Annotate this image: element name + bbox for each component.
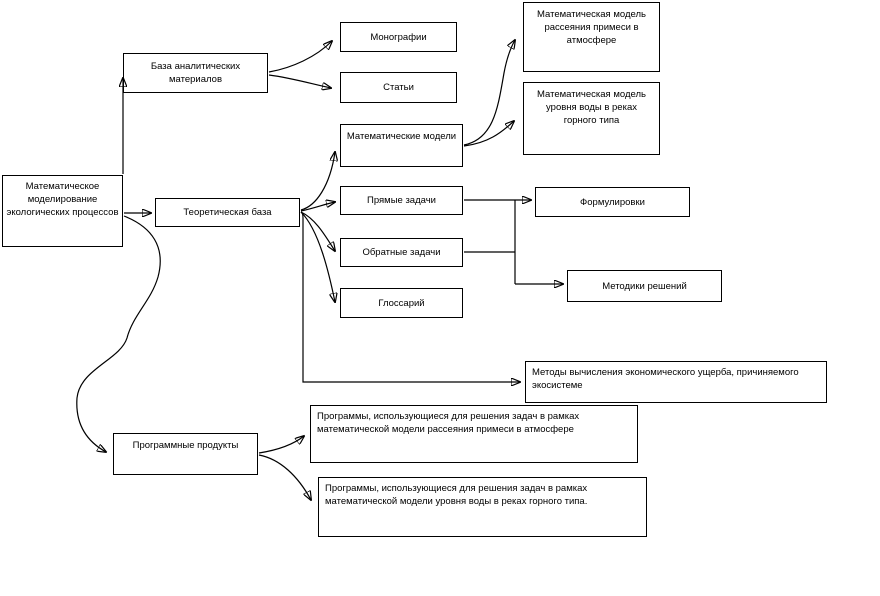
node-monographs-label: Монографии bbox=[370, 31, 427, 43]
node-solution-methods: Методики решений bbox=[567, 270, 722, 302]
node-programs-atmosphere: Программы, использующиеся для решения за… bbox=[310, 405, 638, 463]
node-programs-rivers-label: Программы, использующиеся для решения за… bbox=[325, 483, 588, 507]
node-root-label: Математическое моделирование экологическ… bbox=[6, 181, 119, 218]
node-glossary-label: Глоссарий bbox=[378, 297, 425, 309]
node-math-models-label: Математические модели bbox=[346, 131, 457, 142]
node-articles: Статьи bbox=[340, 72, 457, 103]
node-inverse-tasks-label: Обратные задачи bbox=[362, 247, 441, 258]
node-software-products-label: Программные продукты bbox=[132, 440, 239, 451]
node-software-products: Программные продукты bbox=[113, 433, 258, 475]
node-programs-rivers: Программы, использующиеся для решения за… bbox=[318, 477, 647, 537]
edge-theory-math-models bbox=[300, 152, 335, 211]
node-math-models: Математические модели bbox=[340, 124, 463, 167]
edge-root-software-products bbox=[76, 215, 161, 452]
node-model-rivers-label: Математическая модель уровня воды в река… bbox=[537, 89, 646, 126]
node-formulations-label: Формулировки bbox=[580, 196, 645, 208]
node-theory-base: Теоретическая база bbox=[155, 198, 300, 227]
edge-theory-glossary bbox=[300, 211, 335, 302]
node-formulations: Формулировки bbox=[535, 187, 690, 217]
edge-math-models-model-rivers bbox=[463, 121, 514, 147]
node-analytics-base: База аналитических материалов bbox=[123, 53, 268, 93]
node-damage-methods-label: Методы вычисления экономического ущерба,… bbox=[532, 367, 799, 391]
edge-theory-inverse-tasks bbox=[300, 211, 335, 251]
node-monographs: Монографии bbox=[340, 22, 457, 52]
node-model-atmosphere-label: Математическая модель рассеяния примеси … bbox=[537, 9, 646, 46]
node-damage-methods: Методы вычисления экономического ущерба,… bbox=[525, 361, 827, 403]
edge-analytics-monographs bbox=[268, 41, 332, 73]
node-inverse-tasks: Обратные задачи bbox=[340, 238, 463, 267]
node-root: Математическое моделирование экологическ… bbox=[2, 175, 123, 247]
node-programs-atmosphere-label: Программы, использующиеся для решения за… bbox=[317, 411, 580, 435]
node-model-atmosphere: Математическая модель рассеяния примеси … bbox=[523, 2, 660, 72]
node-direct-tasks-label: Прямые задачи bbox=[367, 195, 436, 206]
node-articles-label: Статьи bbox=[383, 82, 414, 93]
node-glossary: Глоссарий bbox=[340, 288, 463, 318]
node-analytics-base-label: База аналитических материалов bbox=[150, 61, 241, 85]
node-direct-tasks: Прямые задачи bbox=[340, 186, 463, 215]
node-theory-base-label: Теоретическая база bbox=[183, 207, 272, 218]
edge-theory-direct-tasks bbox=[300, 202, 335, 212]
edge-software-programs-atmosphere bbox=[258, 436, 304, 454]
edge-software-programs-rivers bbox=[258, 454, 311, 500]
node-model-rivers: Математическая модель уровня воды в река… bbox=[523, 82, 660, 155]
node-solution-methods-label: Методики решений bbox=[602, 280, 687, 292]
edge-math-models-model-atmosphere bbox=[463, 40, 515, 146]
edge-analytics-articles bbox=[268, 74, 331, 88]
